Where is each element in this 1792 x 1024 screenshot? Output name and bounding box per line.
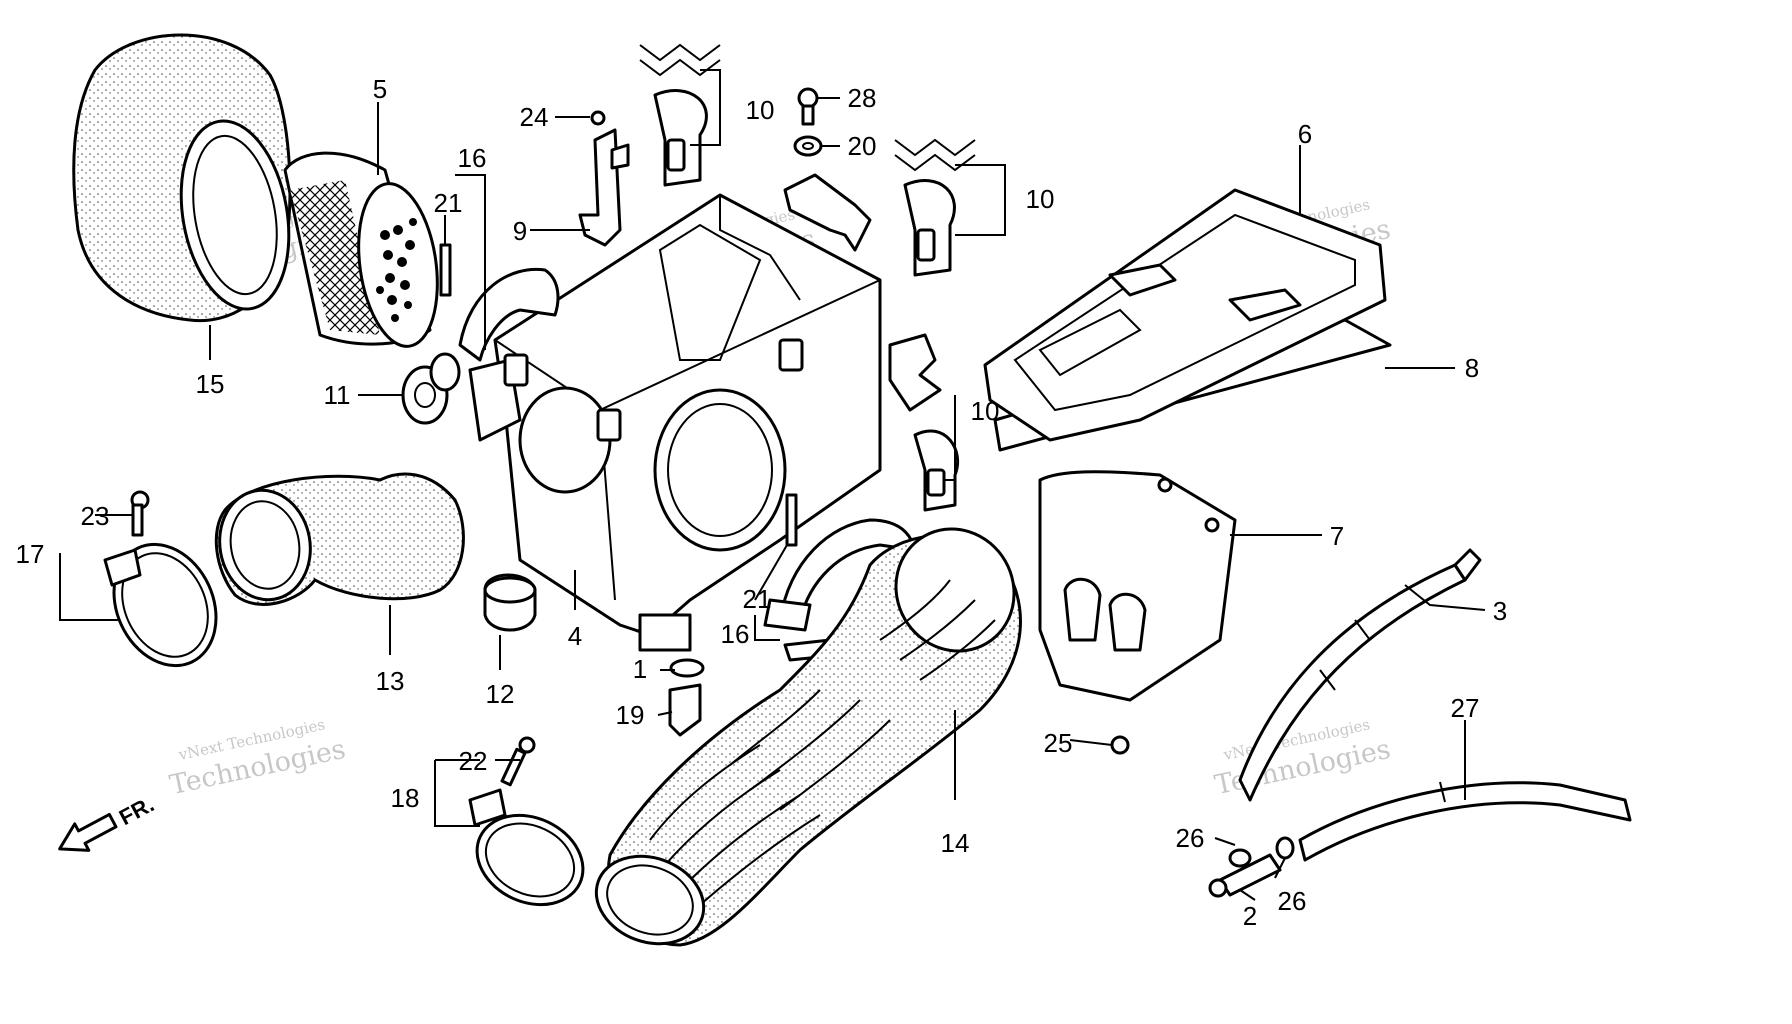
callout-19: 19 — [616, 700, 645, 730]
callout-3: 3 — [1493, 596, 1507, 626]
part-17-clamp — [103, 542, 218, 668]
part-5-filter-element — [283, 151, 439, 348]
callout-1: 1 — [633, 654, 647, 684]
part-26-clip-left — [1228, 848, 1252, 868]
part-bracket-top — [783, 173, 872, 252]
callout-12: 12 — [486, 679, 515, 709]
callout-17: 17 — [16, 539, 45, 569]
callout-22: 22 — [459, 746, 488, 776]
part-12-grommet — [483, 573, 537, 632]
part-26-clip-right — [1275, 836, 1295, 860]
part-18-clamp — [468, 788, 585, 907]
part-3-drain-tube — [1238, 548, 1482, 802]
callout-7: 7 — [1330, 521, 1344, 551]
part-25-bolt — [1110, 735, 1130, 755]
part-9-bracket — [578, 128, 630, 247]
part-14-duct — [594, 527, 1022, 947]
callout-18: 18 — [391, 783, 420, 813]
callout-24: 24 — [520, 102, 549, 132]
callout-2: 2 — [1243, 901, 1257, 931]
part-11-grommet — [401, 352, 461, 425]
callout-27: 27 — [1451, 693, 1480, 723]
part-21-bolt-left — [439, 243, 452, 297]
callout-26-left: 26 — [1176, 823, 1205, 853]
part-10-clip-middle — [888, 333, 960, 512]
callout-14: 14 — [941, 828, 970, 858]
callout-4: 4 — [568, 621, 582, 651]
callout-16-bottom: 16 — [721, 619, 750, 649]
callout-26-right: 26 — [1278, 886, 1307, 916]
part-15-foam-filter — [72, 33, 292, 323]
front-arrow: FR. — [58, 791, 158, 852]
callout-10-right: 10 — [1026, 184, 1055, 214]
callout-10-top: 10 — [746, 95, 775, 125]
part-28-bolt — [797, 87, 819, 126]
callout-11: 11 — [324, 380, 351, 410]
front-arrow-label: FR. — [115, 791, 158, 830]
part-4-air-cleaner-case — [468, 193, 882, 652]
part-23-screw — [130, 490, 150, 537]
callout-10-middle: 10 — [971, 396, 1000, 426]
callout-21-bottom: 21 — [743, 584, 772, 614]
callout-16-top: 16 — [458, 143, 487, 173]
callout-6: 6 — [1298, 119, 1312, 149]
part-19-drain-cap — [668, 683, 702, 737]
callout-28: 28 — [848, 83, 877, 113]
callout-9: 9 — [513, 216, 527, 246]
part-7-plate — [1038, 470, 1237, 702]
callout-labels: 5 15 16 21 11 24 9 10 28 20 10 10 6 8 7 … — [16, 74, 1508, 931]
part-20-washer — [793, 135, 823, 157]
part-13-intake-boot — [214, 472, 465, 606]
callout-8: 8 — [1465, 353, 1479, 383]
part-1-clip — [669, 658, 705, 678]
callout-23: 23 — [81, 501, 110, 531]
part-10-clip-upper — [639, 43, 721, 187]
callout-21-top: 21 — [434, 188, 463, 218]
part-22-screw — [500, 736, 536, 787]
part-21-bolt-right — [785, 493, 798, 547]
callout-13: 13 — [376, 666, 405, 696]
leader-lines — [59, 69, 1486, 901]
part-10-clip-right — [894, 138, 976, 277]
callout-5: 5 — [373, 74, 387, 104]
part-2-fitting — [1208, 853, 1282, 898]
part-27-hose — [1298, 781, 1632, 862]
callout-15: 15 — [196, 369, 225, 399]
callout-25: 25 — [1044, 728, 1073, 758]
part-24-bolt — [590, 110, 606, 126]
part-6-cover — [983, 188, 1387, 442]
callout-20: 20 — [848, 131, 877, 161]
